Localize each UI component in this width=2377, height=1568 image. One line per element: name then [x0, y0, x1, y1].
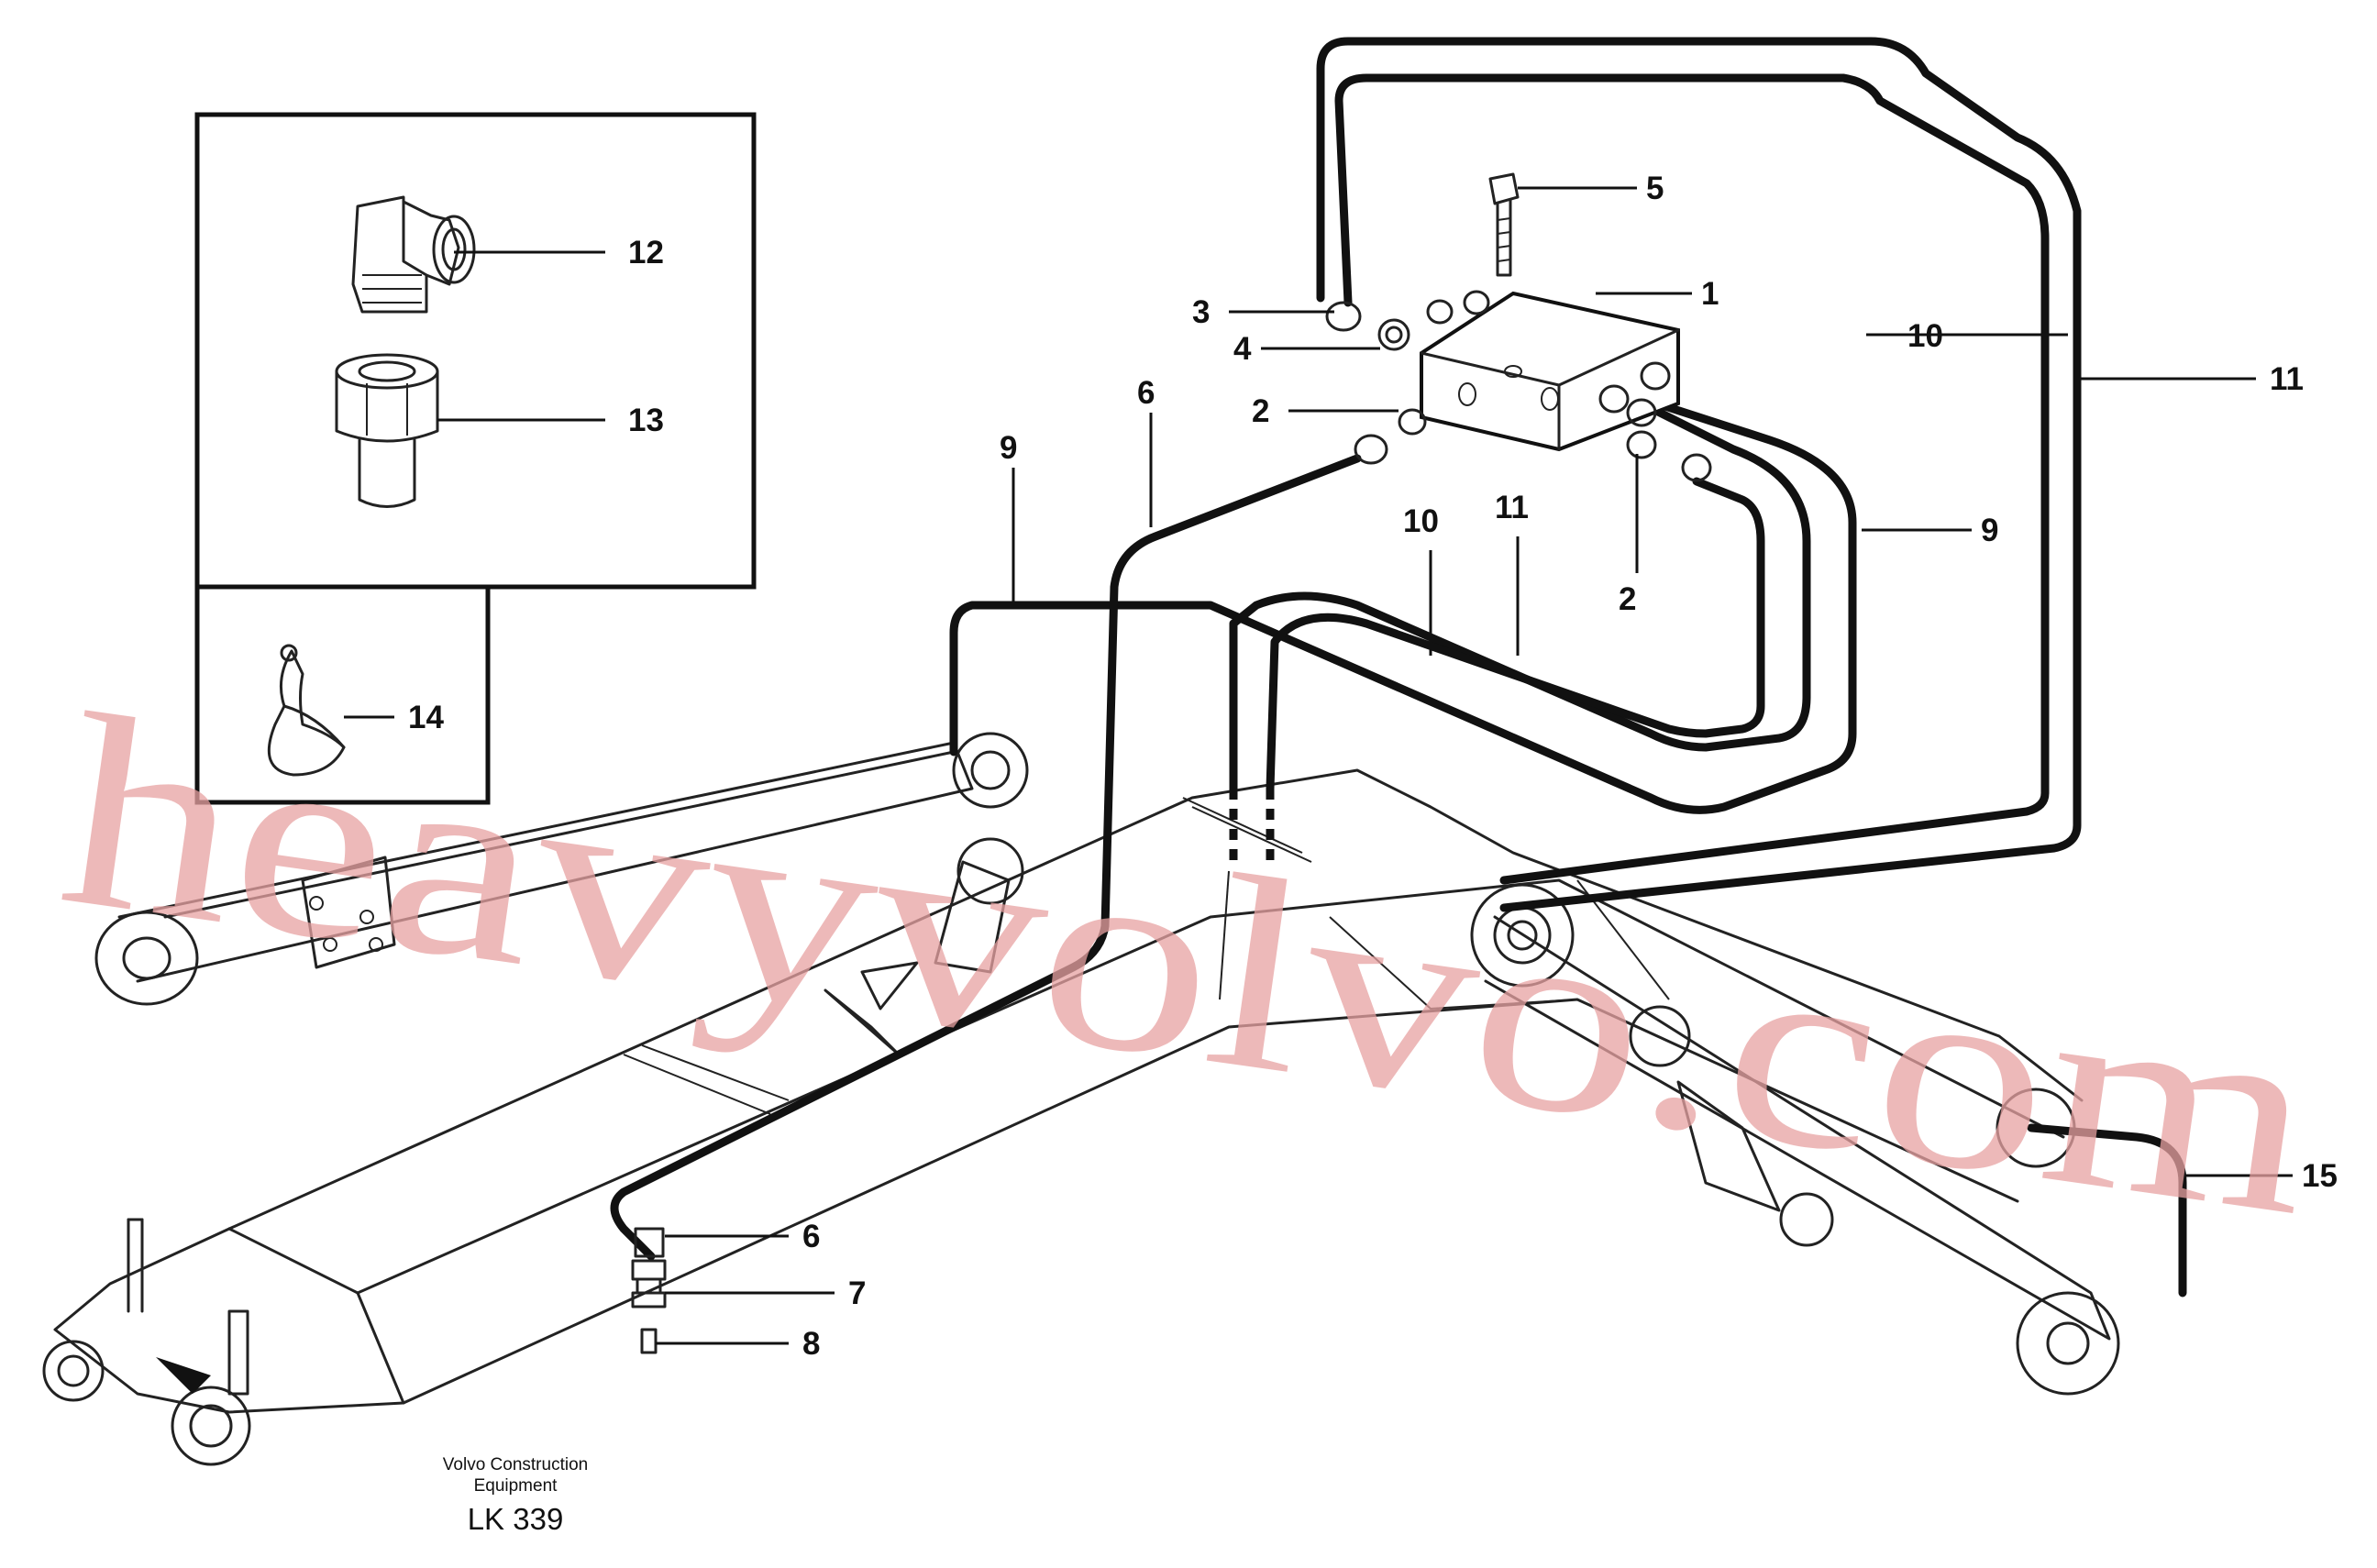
callout-1: 1 — [1701, 276, 1719, 312]
callout-3: 3 — [1192, 294, 1210, 330]
valve-block — [1325, 172, 1712, 482]
fitting-stack — [631, 1227, 667, 1354]
callout-11-mid: 11 — [1495, 490, 1529, 525]
callout-15: 15 — [2302, 1158, 2338, 1194]
boom-cylinder — [94, 732, 1029, 1006]
callout-6-top: 6 — [1137, 375, 1155, 411]
footer: Volvo Construction Equipment LK 339 — [443, 1455, 588, 1536]
callout-5: 5 — [1646, 171, 1664, 206]
callout-10-right: 10 — [1907, 318, 1943, 354]
watermark-text: heavyvolvo.com — [47, 657, 2332, 1274]
callout-2-right: 2 — [1619, 581, 1636, 617]
footer-company-sub: Equipment — [474, 1476, 558, 1496]
callout-8: 8 — [802, 1326, 820, 1362]
callout-9-right: 9 — [1981, 513, 1998, 548]
arm-cylinder — [824, 837, 2120, 1396]
footer-code: LK 339 — [468, 1502, 564, 1536]
callout-labels: 1 5 3 4 2 2 6 9 10 11 10 11 9 15 6 7 8 1… — [408, 171, 2338, 1362]
callout-2-left: 2 — [1252, 393, 1269, 429]
detail-inset — [194, 112, 757, 805]
callout-9-left: 9 — [1000, 430, 1017, 466]
excavator-boom — [42, 768, 2084, 1466]
callout-11-right: 11 — [2270, 361, 2304, 397]
callout-10-mid: 10 — [1403, 503, 1439, 539]
callout-12: 12 — [628, 235, 664, 271]
callout-14: 14 — [408, 700, 444, 735]
hose-lines — [610, 37, 2187, 1297]
callout-6-bottom: 6 — [802, 1219, 820, 1254]
callout-7: 7 — [848, 1275, 866, 1311]
callout-4: 4 — [1233, 331, 1252, 367]
leader-lines — [344, 186, 2293, 1345]
callout-13: 13 — [628, 403, 664, 438]
footer-company: Volvo Construction — [443, 1455, 588, 1474]
